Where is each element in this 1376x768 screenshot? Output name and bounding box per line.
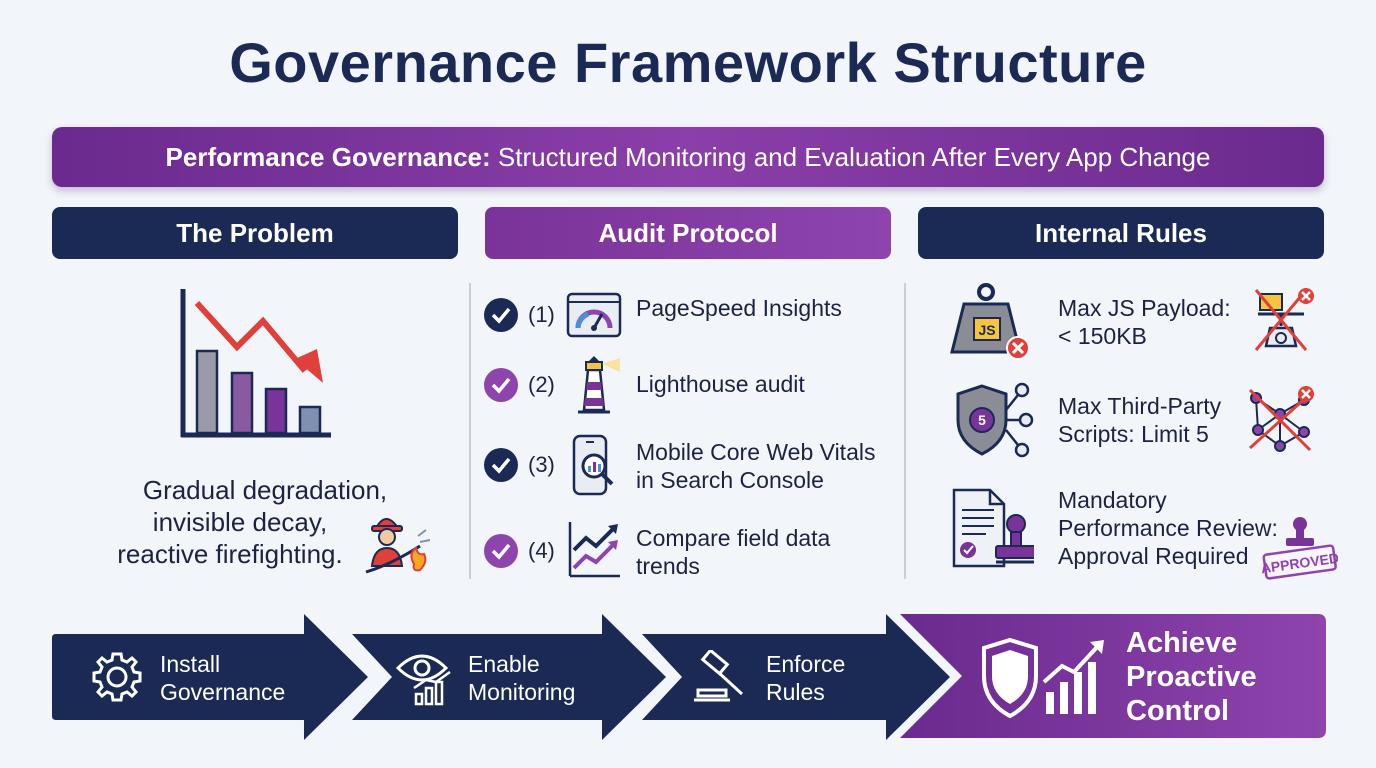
banner-text: Structured Monitoring and Evaluation Aft… <box>490 142 1211 172</box>
check-icon <box>484 368 518 402</box>
audit-label-line: Lighthouse audit <box>636 371 805 397</box>
check-icon <box>484 448 518 482</box>
flow-final-label: Achieve Proactive Control <box>1126 626 1257 728</box>
audit-step-number: (3) <box>528 452 555 477</box>
gear-icon <box>92 652 142 702</box>
column-header-audit: Audit Protocol <box>485 207 891 259</box>
approved-stamp-icon: APPROVED <box>1262 517 1338 580</box>
banner-bold-label: Performance Governance: <box>165 142 491 172</box>
check-icon <box>484 534 518 568</box>
problem-line: invisible decay, <box>152 507 328 537</box>
flow-arrow <box>900 614 1326 738</box>
mobile-search-icon <box>572 434 614 496</box>
column-header-rules: Internal Rules <box>918 207 1324 259</box>
flow-label-line: Install <box>160 651 221 677</box>
audit-item: (1) PageSpeed Insights <box>484 290 894 350</box>
js-weight-icon: JS <box>950 283 1030 360</box>
rule-label-line: Performance Review: <box>1058 515 1278 541</box>
rule-item: JS Max JS Payload: < 150KB <box>950 282 1330 372</box>
flow-arrow <box>642 614 950 740</box>
flow-label-line: Monitoring <box>468 679 576 705</box>
audit-label-line: Mobile Core Web Vitals <box>636 439 876 465</box>
process-flow-bar <box>52 614 1326 740</box>
rule-label-line: Max JS Payload: <box>1058 295 1231 321</box>
speedometer-icon <box>566 292 622 338</box>
flow-label-line: Governance <box>160 679 286 705</box>
audit-label: Compare field data trends <box>636 524 896 580</box>
scale-rejected-icon <box>1254 288 1314 351</box>
audit-step-number: (1) <box>528 302 555 327</box>
audit-step-number: (4) <box>528 538 555 563</box>
audit-label: PageSpeed Insights <box>636 294 896 322</box>
audit-label-line: Compare field data <box>636 525 831 551</box>
problem-line: reactive firefighting. <box>117 539 343 569</box>
audit-step-number: (2) <box>528 372 555 397</box>
rule-label-line: < 150KB <box>1058 323 1147 349</box>
flow-arrow <box>52 614 368 740</box>
subtitle-banner: Performance Governance: Structured Monit… <box>52 127 1324 187</box>
flow-label-line: Rules <box>766 679 825 705</box>
document-stamp-icon <box>952 488 1034 568</box>
audit-label-line: in Search Console <box>636 467 824 493</box>
rule-label-line: Scripts: Limit 5 <box>1058 421 1209 447</box>
audit-label: Lighthouse audit <box>636 370 896 398</box>
flow-arrow <box>352 614 666 740</box>
problem-line: Gradual degradation, <box>142 475 388 505</box>
flow-step-label: Enable Monitoring <box>468 650 575 706</box>
trend-chart-icon <box>568 522 620 578</box>
audit-item: (2) Lighthouse audit <box>484 356 894 416</box>
declining-bar-chart-icon <box>180 289 331 438</box>
rule-label-line: Mandatory <box>1058 487 1167 513</box>
audit-label-line: trends <box>636 553 700 579</box>
shield-network-icon: 5 <box>956 382 1034 458</box>
audit-label-line: PageSpeed Insights <box>636 295 842 321</box>
check-icon <box>484 298 518 332</box>
page-title: Governance Framework Structure <box>229 31 1147 94</box>
flow-label-line: Control <box>1126 695 1230 727</box>
lighthouse-icon <box>578 356 620 414</box>
eye-chart-icon <box>395 654 451 706</box>
column-divider <box>469 283 471 579</box>
rule-label: Max Third-Party Scripts: Limit 5 <box>1058 392 1221 448</box>
firefighter-icon <box>365 518 431 574</box>
flow-label-line: Proactive <box>1126 661 1257 693</box>
audit-label: Mobile Core Web Vitals in Search Console <box>636 438 896 494</box>
rule-label: Max JS Payload: < 150KB <box>1058 294 1231 350</box>
rule-item: Mandatory Performance Review: Approval R… <box>950 486 1338 580</box>
flow-step-label: Enforce Rules <box>766 650 845 706</box>
rule-label-line: Approval Required <box>1058 543 1249 569</box>
svg-text:JS: JS <box>978 322 995 338</box>
flow-label-line: Achieve <box>1126 627 1238 659</box>
column-header-problem: The Problem <box>52 207 458 259</box>
flow-step-label: Install Governance <box>160 650 285 706</box>
network-rejected-icon <box>1248 386 1314 452</box>
column-divider <box>904 283 906 579</box>
rule-item: 5 Max Third-Party Scripts: Limit 5 <box>950 380 1330 470</box>
audit-item: (3) Mobile Core Web Vitals in Search Con… <box>484 434 896 496</box>
svg-text:5: 5 <box>978 412 986 428</box>
rule-label-line: Max Third-Party <box>1058 393 1222 419</box>
audit-item: (4) Compare field data trends <box>484 520 894 580</box>
gavel-icon <box>694 650 744 702</box>
problem-description: Gradual degradation, invisible decay, re… <box>100 474 390 570</box>
shield-growth-icon <box>982 637 1104 719</box>
flow-label-line: Enforce <box>766 651 846 677</box>
rule-label: Mandatory Performance Review: Approval R… <box>1058 486 1278 570</box>
flow-label-line: Enable <box>468 651 540 677</box>
